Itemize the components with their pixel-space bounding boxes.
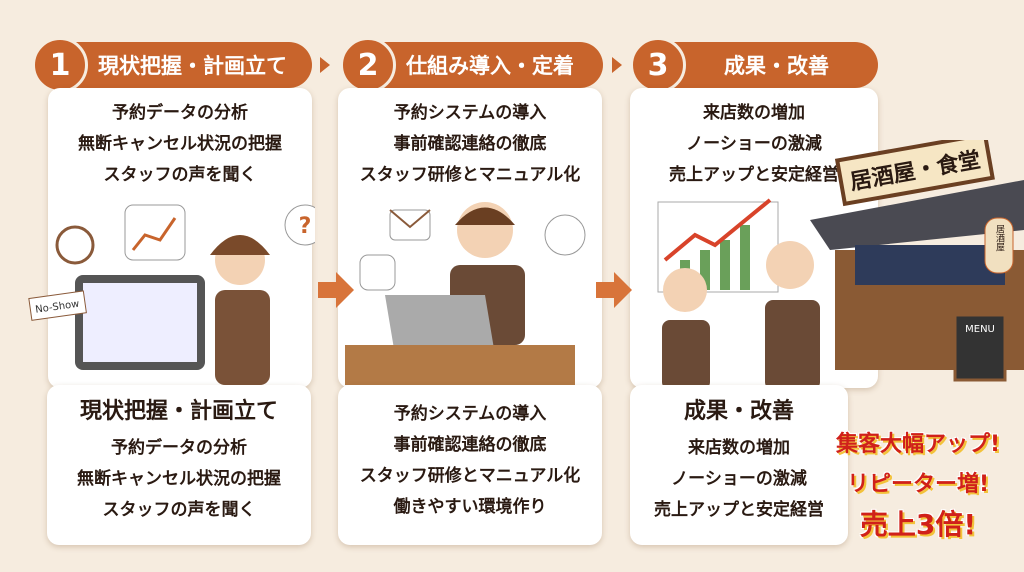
item: スタッフの声を聞く [103,165,257,185]
step-label: 現状把握・計画立て [98,54,287,78]
item: ノーショーの激減 [671,469,807,489]
clipboard-icon [359,254,396,291]
step-3-illustration: 居酒屋・食堂 居酒屋 MENU [657,140,1024,390]
question-bubble-icon [284,204,315,246]
results-callout: 集客大幅アップ! リピーター増! 売上3倍! [818,425,1018,545]
laptop-icon [385,295,495,355]
svg-text:居酒屋: 居酒屋 [994,224,1005,252]
step-3-header: 3 成果・改善 [630,37,878,93]
step-1-illustration: ? No-Show [28,204,315,385]
step-number: 1 [32,37,88,93]
arrow-right-icon [318,272,354,308]
item: 予約システムの導入 [393,103,547,123]
item: スタッフ研修とマニュアル化 [359,165,581,185]
item: 無断キャンセル状況の把握 [77,469,281,489]
item: 売上アップと安定経営 [654,500,824,520]
step-1-summary-card: 現状把握・計画立て 予約データの分析 無断キャンセル状況の把握 スタッフの声を聞… [47,385,311,545]
desk [345,345,575,385]
callout-line: 売上3倍! [859,508,977,541]
team-icon [544,214,586,256]
item: ノーショーの激減 [686,134,822,154]
step-label: 仕組み導入・定着 [406,54,574,78]
callout-line: リピーター増! [846,472,990,497]
chart-bubble-icon [124,204,186,261]
step-number: 2 [340,37,396,93]
item: 予約システムの導入 [393,404,547,424]
item: 来店数の増加 [688,438,790,458]
item: 予約データの分析 [111,438,247,458]
step-label: 成果・改善 [724,54,829,78]
arrow-icon [320,57,330,73]
item: 来店数の増加 [703,103,805,123]
callout-line: 集客大幅アップ! [835,432,1001,457]
shop-sign [834,140,995,207]
step-2-illustration [345,202,586,385]
arrow-right-icon [596,272,632,308]
step-2-header: 2 仕組み導入・定着 [340,37,603,93]
item: スタッフ研修とマニュアル化 [359,466,581,486]
item: 無断キャンセル状況の把握 [78,134,282,154]
svg-text:MENU: MENU [965,324,995,335]
summary-title: 成果・改善 [683,399,794,424]
item: 事前確認連絡の徹底 [393,134,547,154]
step-1-header: 1 現状把握・計画立て [32,37,312,93]
item: 予約データの分析 [112,103,248,123]
alarm-clock-icon [55,225,95,265]
item: 売上アップと安定経営 [669,165,839,185]
lantern-icon [984,217,1014,274]
item: 事前確認連絡の徹底 [393,435,547,455]
step-number: 3 [630,37,686,93]
shop-roof [810,180,1024,250]
step-3-summary-card: 成果・改善 来店数の増加 ノーショーの激減 売上アップと安定経営 [630,385,848,545]
staff-person [663,268,707,312]
summary-title: 現状把握・計画立て [79,399,278,424]
step-2-summary-card: 予約システムの導入 事前確認連絡の徹底 スタッフ研修とマニュアル化 働きやすい環… [338,385,602,545]
item: スタッフの声を聞く [102,500,256,520]
staff-person [766,241,814,289]
item: 働きやすい環境作り [393,497,547,517]
arrow-icon [612,57,622,73]
menu-board-icon [953,313,1007,382]
svg-text:?: ? [299,214,312,239]
